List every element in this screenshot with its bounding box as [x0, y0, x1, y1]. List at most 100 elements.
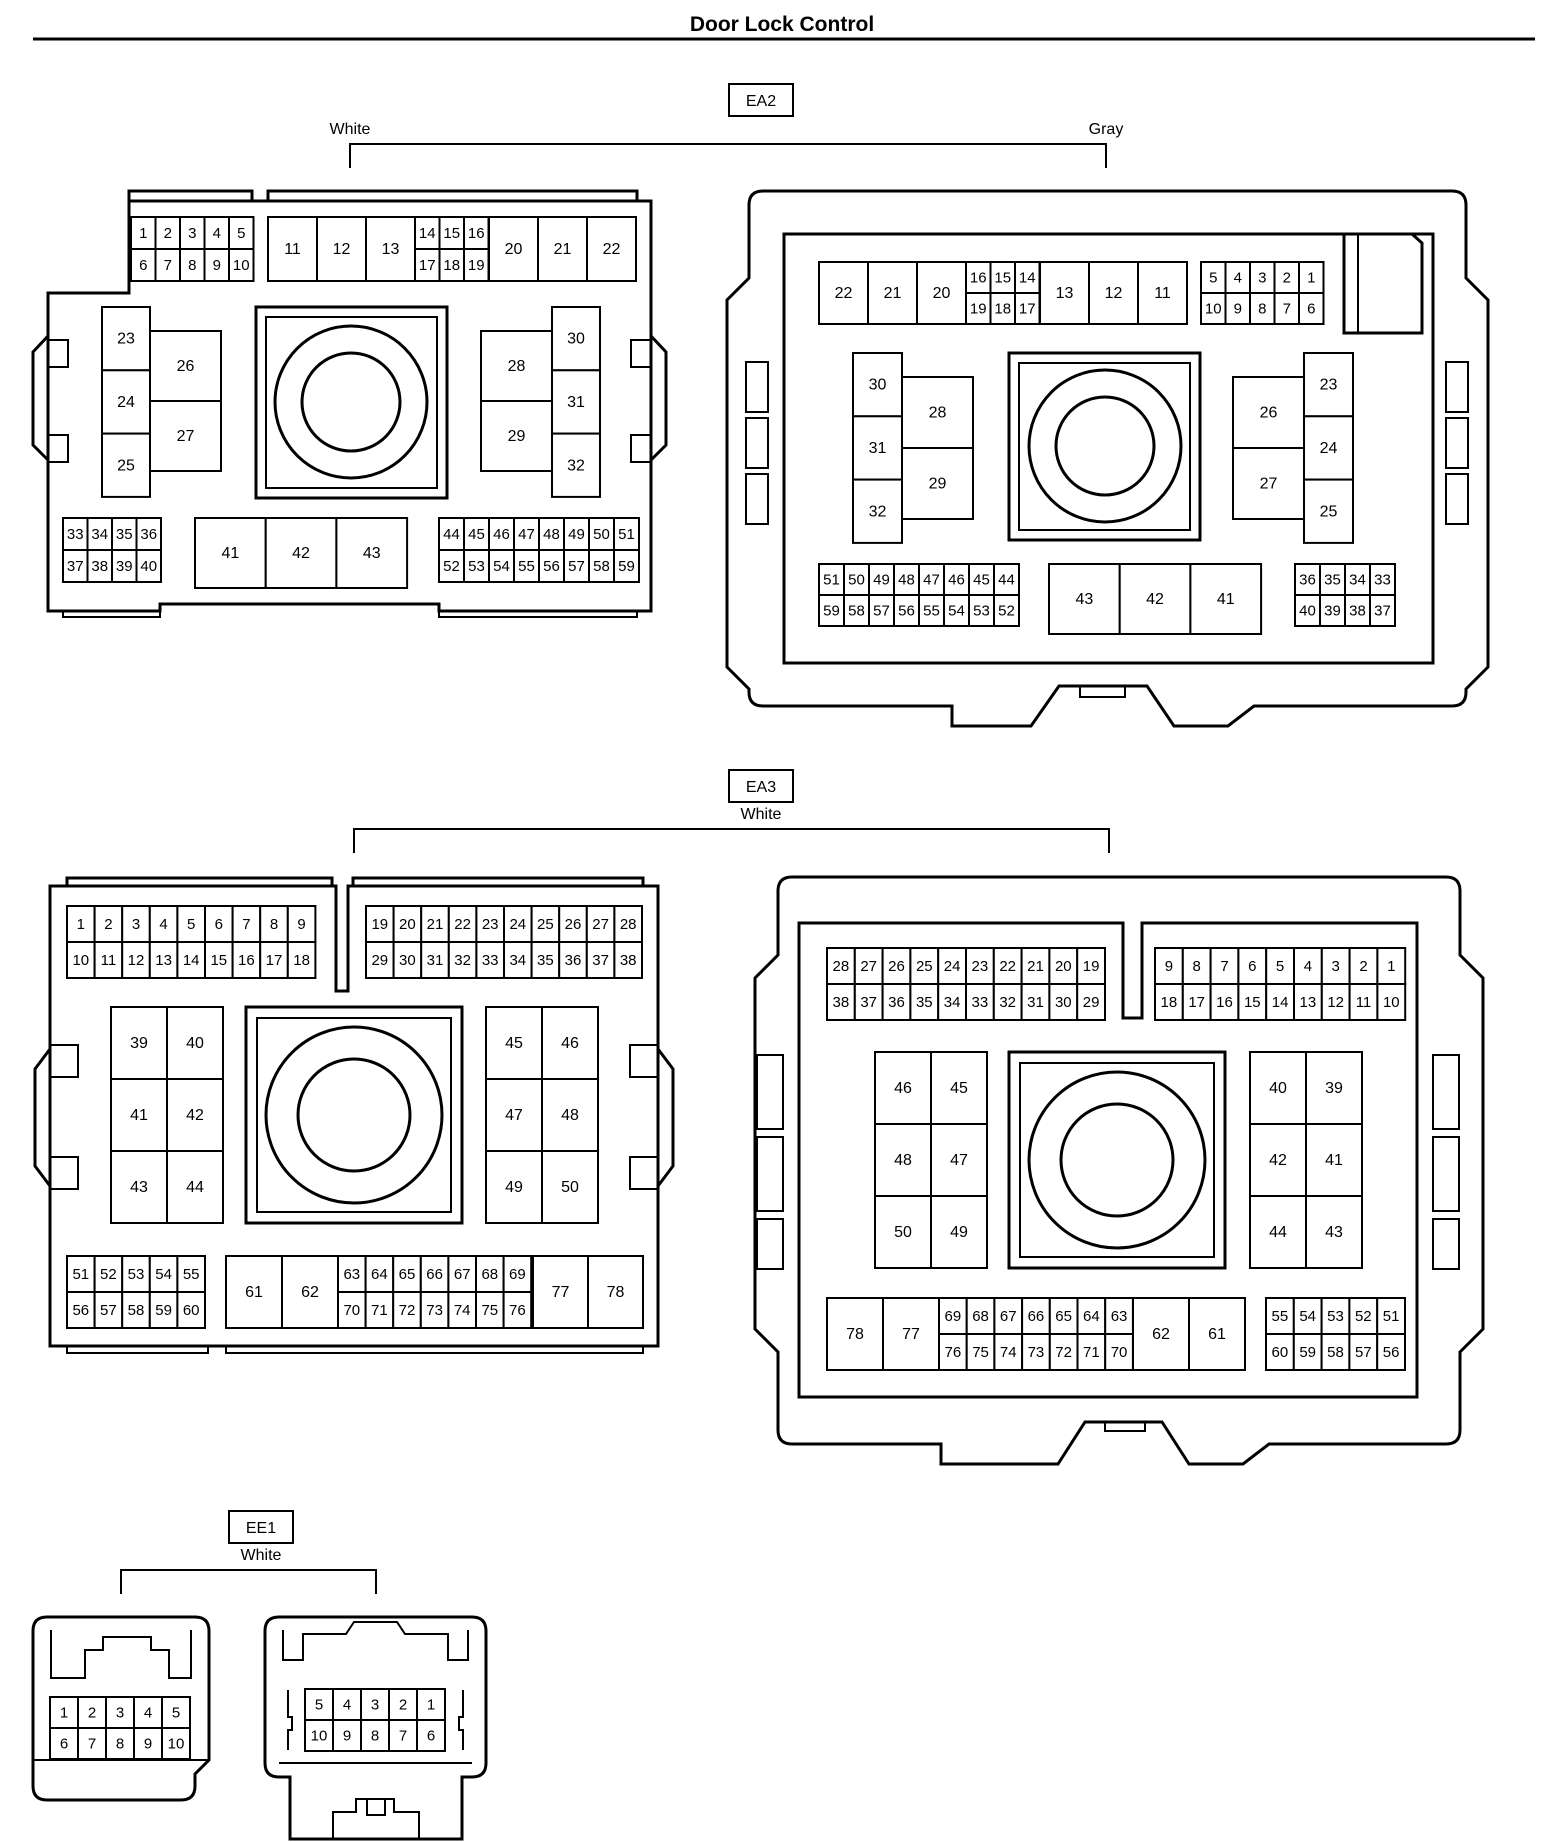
- ea3-left-pin-52-cavity: [93, 1255, 124, 1293]
- ea3-right-pin-16-cavity: [1209, 983, 1240, 1021]
- ea2-left-hub-frame: [254, 305, 449, 500]
- ea3-left-pin-61-cavity: [225, 1255, 283, 1329]
- ea3-left-pin-47: 47: [505, 1107, 523, 1124]
- ea2-left-pin-35: 35: [116, 526, 133, 543]
- ea3-left-pin-52: 52: [100, 1266, 117, 1283]
- ea3-right-pin-9-cavity: [1154, 947, 1184, 985]
- ea3-left-pin-60: 60: [183, 1302, 200, 1319]
- ea2-left-pin-20: 20: [505, 241, 523, 258]
- ea2-right-pin-46: 46: [948, 572, 965, 589]
- ea2-left-pin-4: 4: [213, 225, 221, 242]
- ea2-right-pin-35: 35: [1324, 572, 1341, 589]
- ea3-right-pin-64: 64: [1083, 1308, 1100, 1325]
- ea3-left-pin-50: 50: [561, 1179, 579, 1196]
- ea3-left-pin-12-cavity: [121, 941, 151, 979]
- ea3-right-pin-27-cavity: [853, 947, 884, 985]
- ea2-right-pin-58: 58: [848, 603, 865, 620]
- ea2-right-pin-34: 34: [1349, 572, 1366, 589]
- ea3-right-pin-1: 1: [1387, 958, 1395, 975]
- ea2-left-pin-59-cavity: [613, 549, 640, 583]
- ea3-left-pin-16: 16: [238, 952, 255, 969]
- ea3-right-pin-55: 55: [1272, 1308, 1289, 1325]
- ea3-right-pin-13-cavity: [1293, 983, 1323, 1021]
- ea3-right-pin-26: 26: [888, 958, 905, 975]
- ea3-right-pin-39: 39: [1325, 1080, 1343, 1097]
- ea3-right-pin-20-cavity: [1048, 947, 1079, 985]
- ea2-right-pin-43-cavity: [1048, 563, 1121, 635]
- ea2-left-pin-41-cavity: [194, 517, 267, 589]
- ea2-left-pin-23-cavity: [101, 306, 151, 372]
- ea2-right-pin-39: 39: [1324, 603, 1341, 620]
- ea3-right-pin-73: 73: [1028, 1344, 1045, 1361]
- ea3-right-pin-24: 24: [944, 958, 961, 975]
- ea3-right-pin-37: 37: [860, 994, 877, 1011]
- ea2-left-pin-59: 59: [618, 558, 635, 575]
- ee1-left-pin-9: 9: [144, 1736, 152, 1753]
- ea2-right-pin-4-cavity: [1224, 261, 1251, 294]
- ea2-left-pin-56-cavity: [538, 549, 565, 583]
- ea3-left-pin-46: 46: [561, 1035, 579, 1052]
- ea3-left-pin-59: 59: [155, 1302, 172, 1319]
- ea2-right-pin-8-cavity: [1249, 292, 1276, 325]
- ea3-left-pin-68: 68: [481, 1266, 498, 1283]
- ea3-left-pin-57: 57: [100, 1302, 117, 1319]
- ea2-right-pin-14-cavity: [1014, 261, 1041, 294]
- ea2-right-pin-28: 28: [929, 405, 947, 422]
- ea3-right-pin-34: 34: [944, 994, 961, 1011]
- ee1-right-pin-8: 8: [371, 1728, 379, 1745]
- ea3-left-pin-33: 33: [482, 952, 499, 969]
- ea2-left-pin-3-cavity: [179, 216, 206, 250]
- ea2-left-pin-43-cavity: [335, 517, 409, 589]
- ea2-right-pin-9: 9: [1234, 301, 1242, 318]
- ea2-left-pin-15: 15: [443, 225, 460, 242]
- ee1-right-pin-1: 1: [427, 1697, 435, 1714]
- ea3-left-pin-2: 2: [104, 916, 112, 933]
- ea3-right-pin-29: 29: [1083, 994, 1100, 1011]
- ee1-right-pin-6: 6: [427, 1728, 435, 1745]
- ea2-left-pin-37: 37: [67, 558, 84, 575]
- ea2-right-pin-53-cavity: [968, 594, 995, 627]
- ea3-left-hub-icon: [264, 1025, 444, 1205]
- ea3-right-pin-10: 10: [1383, 994, 1400, 1011]
- ea2-left-pin-39-cavity: [111, 549, 138, 583]
- ea3-right-pin-8: 8: [1193, 958, 1201, 975]
- ea2-left-pin-11: 11: [284, 241, 301, 258]
- ea2-left-pin-30-cavity: [551, 306, 601, 372]
- ea2-left-hub-icon: [273, 324, 429, 480]
- ea3-right-pin-53: 53: [1327, 1308, 1344, 1325]
- ea2-left-pin-52: 52: [443, 558, 460, 575]
- ea3-left-pin-67: 67: [454, 1266, 471, 1283]
- ee1-right-pin-9: 9: [343, 1728, 351, 1745]
- ea2-left-pin-39: 39: [116, 558, 133, 575]
- ea2-left-pin-13-cavity: [365, 216, 416, 282]
- ea2-right-pin-21: 21: [884, 285, 902, 302]
- ea2-left-pin-32-cavity: [551, 432, 601, 498]
- ea3-right-pin-67: 67: [1000, 1308, 1017, 1325]
- ea3-left-pin-56-cavity: [66, 1291, 96, 1329]
- ea3-left-pin-38-cavity: [613, 941, 644, 979]
- ea2-left-pin-21-cavity: [537, 216, 588, 282]
- ea3-right-pin-42: 42: [1269, 1152, 1287, 1169]
- ea2-right-pin-22-cavity: [818, 261, 869, 325]
- ea2-left-pin-5-cavity: [228, 216, 255, 250]
- ea2-right-pin-57: 57: [873, 603, 890, 620]
- ea3-left-pin-44: 44: [186, 1179, 204, 1196]
- ea2-right-pin-12: 12: [1105, 285, 1123, 302]
- ea2-right-pin-41-cavity: [1189, 563, 1263, 635]
- ea3-left-pin-44-cavity: [166, 1150, 224, 1224]
- ea2-left-pin-12: 12: [333, 241, 351, 258]
- ea3-left-pin-77: 77: [552, 1284, 570, 1301]
- ea3-right-pin-52: 52: [1355, 1308, 1372, 1325]
- ea3-right-pin-49: 49: [950, 1224, 968, 1241]
- ea2-left-pin-32: 32: [567, 457, 585, 474]
- ea3-left-pin-10: 10: [72, 952, 89, 969]
- ea2-left-pin-48: 48: [543, 526, 560, 543]
- ea3-right-pin-12: 12: [1327, 994, 1344, 1011]
- ea2-left-pin-33: 33: [67, 526, 84, 543]
- ea2-left-pin-49: 49: [568, 526, 585, 543]
- ea2-right-pin-36-cavity: [1294, 563, 1321, 596]
- ea3-right-pin-46-cavity: [874, 1051, 932, 1125]
- ea3-left-pin-29-cavity: [365, 941, 395, 979]
- ea3-right-pin-62-cavity: [1132, 1297, 1190, 1371]
